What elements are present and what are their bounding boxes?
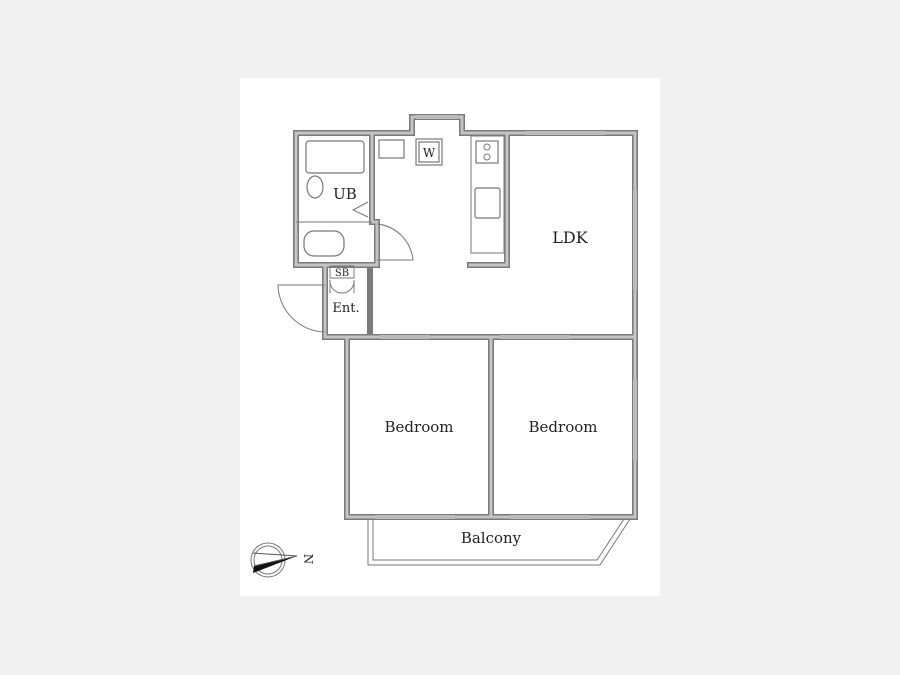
- entrance-door: [277, 284, 326, 333]
- bath-sink: [306, 175, 324, 199]
- room-label-sb: SB: [335, 268, 349, 279]
- compass-icon: N: [250, 542, 315, 578]
- toilet-door: [376, 223, 414, 261]
- room-label-entrance: Ent.: [332, 301, 359, 316]
- room-label-ldk: LDK: [552, 228, 588, 247]
- kitchen-sink: [474, 187, 501, 219]
- shoe-box-doors: [329, 280, 355, 294]
- room-label-bedroom-2: Bedroom: [529, 418, 598, 436]
- balcony-outline: [367, 518, 631, 566]
- room-label-balcony: Balcony: [461, 529, 522, 547]
- window-lines: [375, 116, 636, 518]
- bathtub: [305, 140, 365, 174]
- room-label-bedroom-1: Bedroom: [385, 418, 454, 436]
- washer-label: W: [423, 146, 436, 160]
- toilet: [303, 230, 345, 257]
- washbasin: [378, 139, 405, 159]
- folding-door: [351, 201, 369, 218]
- kitchen-counter: [470, 135, 505, 254]
- room-label-ub: UB: [333, 185, 357, 203]
- shoe-box: [329, 265, 355, 279]
- walls: [293, 114, 638, 520]
- compass-north-label: N: [301, 554, 315, 565]
- stove: [475, 140, 499, 164]
